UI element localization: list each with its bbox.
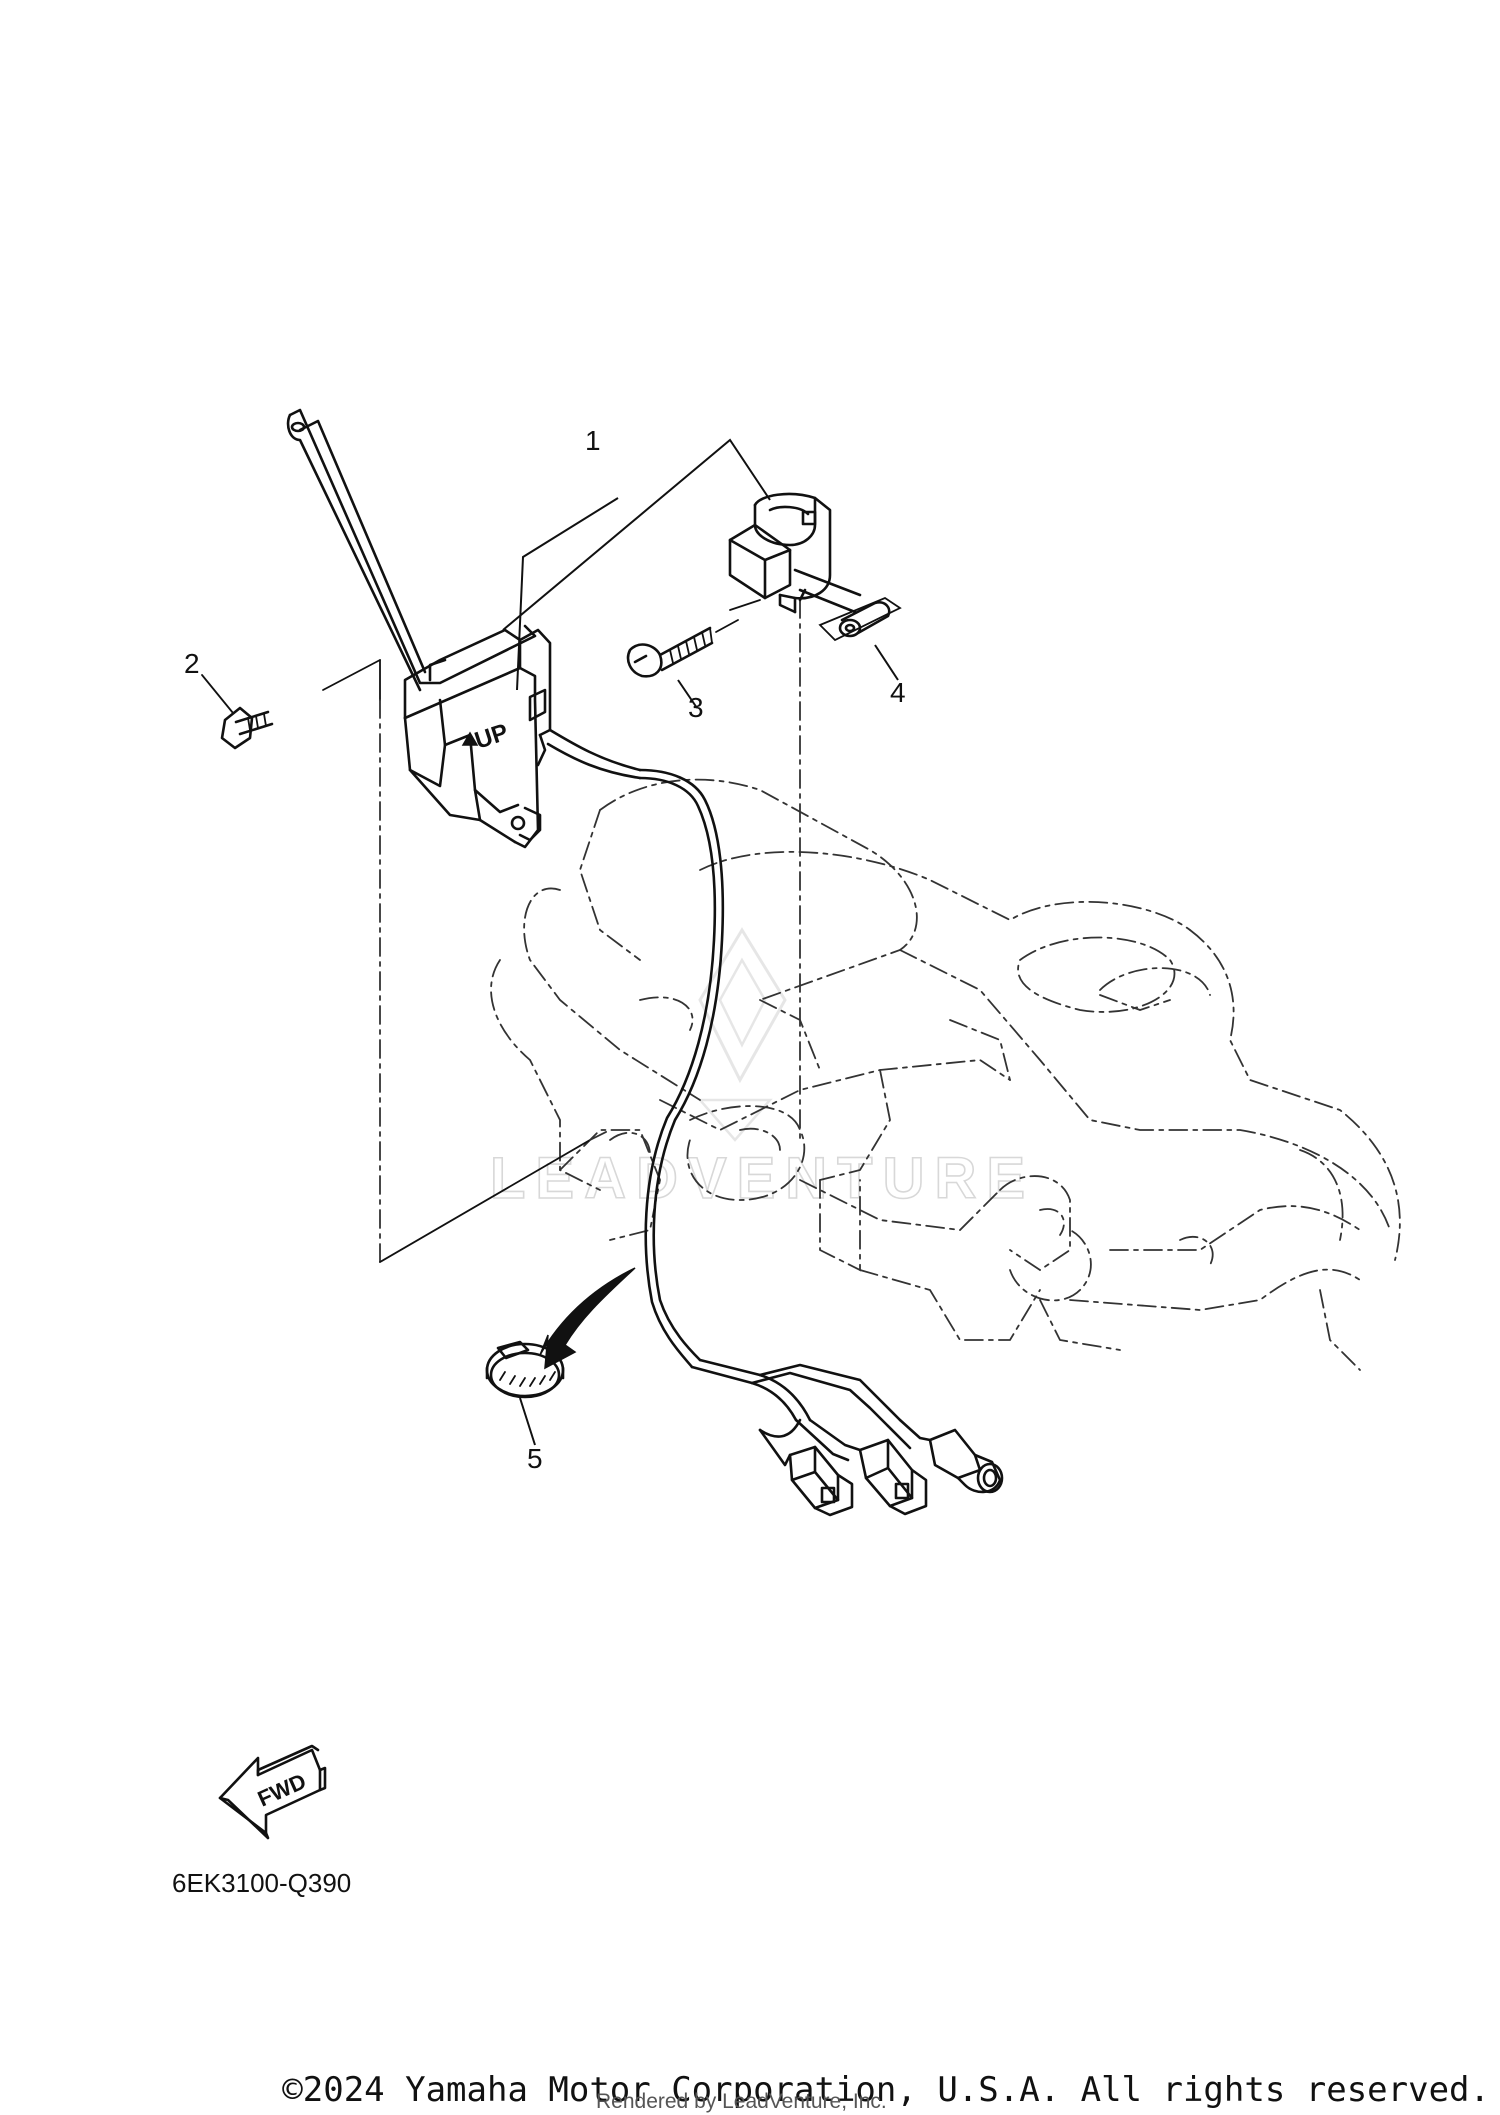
part-2-bolt: [201, 674, 274, 750]
watermark-text: LEADVENTURE: [490, 1146, 1035, 1211]
part-5-hose-clamp: [485, 1340, 565, 1446]
callout-1: 1: [585, 425, 601, 456]
install-arrow-icon: [539, 1267, 636, 1370]
rendered-by-notice: Rendered by LeadVenture, Inc.: [596, 2090, 887, 2113]
callout-2: 2: [184, 648, 200, 679]
trim-switch-assembly: UP: [286, 408, 642, 849]
assembly-guide-lines: [322, 438, 801, 1263]
callout-3: 3: [688, 692, 704, 723]
part-4-pin: [818, 596, 902, 681]
fwd-label: FWD: [254, 1768, 310, 1811]
copyright-notice: ©2024 Yamaha Motor Corporation, U.S.A. A…: [282, 2070, 1490, 2110]
part-3-screw: [626, 619, 739, 709]
engine-mount-outline: [490, 778, 1401, 1371]
diagram-code: 6EK3100-Q390: [172, 1868, 352, 1898]
callout-4: 4: [890, 677, 906, 708]
fwd-arrow-icon: FWD: [218, 1744, 327, 1840]
switch-up-label: UP: [472, 719, 512, 755]
leadventure-logo-icon: [697, 927, 787, 1142]
part-1-sensor-unit: [728, 492, 862, 614]
callout-5: 5: [527, 1443, 543, 1474]
wire-harness-connectors: [690, 1358, 1004, 1517]
switch-cable: [638, 768, 725, 1369]
